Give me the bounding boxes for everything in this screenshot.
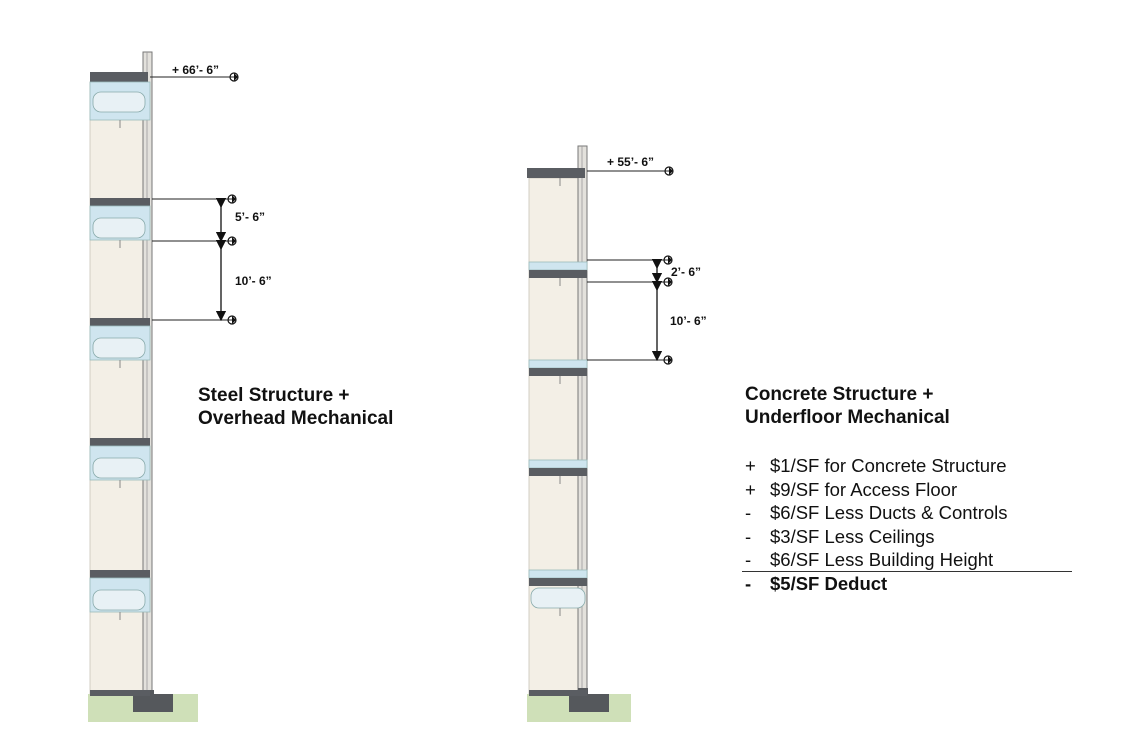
steel-floor-1 <box>89 72 151 128</box>
concrete-access-floor <box>528 459 588 469</box>
concrete-title-line: Concrete Structure + <box>745 384 934 405</box>
concrete-floor-3 <box>528 359 588 384</box>
steel-title-line: Steel Structure + <box>198 385 350 406</box>
concrete-access-floor <box>528 569 588 579</box>
level-marker-icon <box>227 315 237 325</box>
cost-sign: - <box>745 525 752 547</box>
cost-sign: + <box>745 455 756 476</box>
level-marker-icon <box>663 277 673 287</box>
level-marker-icon <box>229 72 239 82</box>
level-marker-icon <box>663 355 673 365</box>
cost-breakdown-list: + $1/SF for Concrete Structure + $9/SF for… <box>745 454 1008 596</box>
concrete-floor-height: 10’- 6” <box>670 314 707 328</box>
concrete-dimensions: + 55’- 6” 2’- 6” 10’- 6” <box>587 155 707 365</box>
cost-sign: - <box>745 549 752 571</box>
concrete-title-line: Underfloor Mechanical <box>745 407 950 428</box>
steel-footing <box>133 694 173 712</box>
concrete-access-floor <box>528 359 588 369</box>
steel-dimensions: + 66’- 6” 5’- 6” 10’- 6” <box>150 63 272 325</box>
steel-floor-height: 10’- 6” <box>235 274 272 288</box>
cost-text: $6/SF Less Ducts & Controls <box>770 502 1008 524</box>
cost-total-text: $5/SF Deduct <box>770 572 888 594</box>
steel-floor-2 <box>89 198 151 248</box>
cost-sign: - <box>745 502 752 524</box>
steel-wall-section: + 66’- 6” 5’- 6” 10’- 6” <box>88 51 272 722</box>
cost-item: + $9/SF for Access Floor <box>745 478 1008 502</box>
concrete-exterior-wall <box>577 145 588 695</box>
concrete-floor-1 <box>527 168 585 186</box>
level-marker-icon <box>664 166 674 176</box>
cost-item: -$6/SF Less Building Height <box>745 548 1008 572</box>
steel-floor-5 <box>89 570 151 620</box>
steel-plenum-height: 5’- 6” <box>235 210 265 224</box>
steel-title-line: Overhead Mechanical <box>198 408 394 429</box>
steel-top-elevation: + 66’- 6” <box>172 63 219 77</box>
cost-item: + $1/SF for Concrete Structure <box>745 454 1008 478</box>
cost-text: $9/SF for Access Floor <box>770 478 958 500</box>
cost-item: -$3/SF Less Ceilings <box>745 525 1008 549</box>
concrete-option-title: Concrete Structure + Underfloor Mechanic… <box>745 383 950 429</box>
cost-total: -$5/SF Deduct <box>745 572 1008 596</box>
level-marker-icon <box>663 255 673 265</box>
cost-divider <box>742 571 1072 572</box>
level-marker-icon <box>227 236 237 246</box>
concrete-top-elevation: + 55’- 6” <box>607 155 654 169</box>
concrete-wall-section: + 55’- 6” 2’- 6” 10’- 6” <box>527 145 707 722</box>
cost-item: -$6/SF Less Ducts & Controls <box>745 501 1008 525</box>
level-marker-icon <box>227 194 237 204</box>
steel-floor-4 <box>89 438 151 488</box>
concrete-access-floor <box>528 261 588 271</box>
steel-option-title: Steel Structure + Overhead Mechanical <box>198 384 393 430</box>
cost-sign: + <box>745 478 756 500</box>
steel-floor-3 <box>89 318 151 368</box>
concrete-plenum-height: 2’- 6” <box>671 265 701 279</box>
concrete-footing <box>569 694 609 712</box>
concrete-floor-5 <box>528 569 588 616</box>
cost-text: $1/SF for Concrete Structure <box>770 455 1007 476</box>
cost-text: $3/SF Less Ceilings <box>770 525 935 547</box>
cost-sign: - <box>745 572 752 594</box>
cost-text: $6/SF Less Building Height <box>770 549 994 571</box>
concrete-floor-4 <box>528 459 588 484</box>
concrete-floor-2 <box>528 261 588 286</box>
